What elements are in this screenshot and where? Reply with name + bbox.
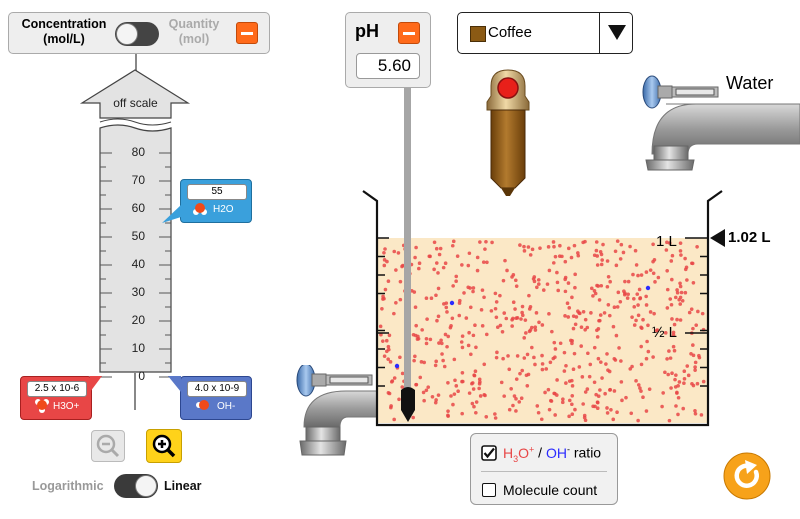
oh-molecule-icon (199, 400, 209, 410)
tick-label: 20 (131, 313, 145, 327)
ph-probe-tip-front (401, 387, 415, 422)
units-toggle-switch[interactable] (115, 22, 159, 46)
solute-swatch (470, 26, 486, 42)
volume-readout: 1.02 L (728, 229, 771, 246)
zoom-out-button[interactable] (91, 430, 125, 462)
beaker (362, 185, 723, 427)
ratio-oh-text: OH- (545, 444, 570, 461)
ph-collapse-button[interactable] (398, 22, 420, 44)
tick-label: 80 (131, 145, 145, 159)
beaker-mark-half: ½ L (652, 324, 678, 341)
dropper-button (497, 77, 519, 99)
h2o-label: H2O (213, 204, 234, 215)
oh-label: OH- (217, 401, 236, 412)
ph-title: pH (355, 21, 379, 41)
molecule-count-checkbox-row[interactable]: Molecule count (481, 480, 613, 500)
ph-meter: pH 5.60 (345, 12, 431, 88)
graph-connector (135, 54, 137, 72)
zoom-in-icon (152, 434, 176, 458)
collapse-graph-button[interactable] (236, 22, 258, 44)
scale-toggle-switch[interactable] (114, 474, 158, 498)
tick-label: 50 (131, 229, 145, 243)
solute-dropper[interactable] (477, 66, 539, 198)
solute-dropdown[interactable]: Coffee (457, 12, 633, 54)
volume-pointer-icon (710, 229, 725, 247)
reset-button[interactable] (723, 452, 771, 500)
tick-label: 60 (131, 201, 145, 215)
logarithmic-label[interactable]: Logarithmic (32, 479, 104, 493)
tick-label: 10 (131, 341, 145, 355)
ratio-sep: / (534, 444, 546, 461)
oh-callout-pointer (168, 376, 181, 392)
zoom-in-button[interactable] (146, 429, 182, 463)
solute-selected: Coffee (488, 24, 532, 41)
reset-icon (734, 460, 759, 488)
display-options-panel: H3O+ / OH- ratio Molecule count (470, 433, 618, 505)
ratio-checkbox-row[interactable]: H3O+ / OH- ratio (481, 442, 613, 464)
offscale-arrow (79, 69, 191, 119)
zoom-out-icon (96, 434, 120, 458)
chevron-down-icon (608, 25, 626, 40)
ratio-checkbox[interactable] (481, 445, 497, 461)
water-faucet-handle-slider (675, 88, 715, 96)
tick-label: 70 (131, 173, 145, 187)
linear-label[interactable]: Linear (164, 479, 202, 493)
quantity-label[interactable]: Quantity (mol) (168, 17, 220, 46)
drain-faucet-handle-slider (329, 376, 369, 384)
h3o-label: H3O+ (53, 401, 80, 412)
molecule-count-checkbox[interactable] (482, 483, 496, 497)
water-label: Water (726, 73, 774, 93)
h3o-molecule-icon (37, 400, 47, 410)
concentration-graph (79, 69, 191, 410)
h3o-value: 2.5 x 10-6 (27, 381, 87, 397)
oh-value: 4.0 x 10-9 (187, 381, 247, 397)
beaker-mark-1l: 1 L (656, 233, 677, 250)
h3o-callout-pointer (90, 376, 102, 392)
tick-label: 0 (138, 369, 145, 383)
units-toggle-panel: Concentration (mol/L) Quantity (mol) (8, 12, 270, 54)
h3o-callout: 2.5 x 10-6 H3O+ (20, 376, 92, 420)
tick-label: 40 (131, 257, 145, 271)
h2o-value: 55 (187, 184, 247, 200)
ratio-suffix: ratio (569, 444, 602, 461)
oh-callout: 4.0 x 10-9 OH- (180, 376, 252, 420)
h2o-callout-pointer (162, 205, 181, 223)
ratio-h3o-text: H3O+ (503, 444, 535, 464)
water-faucet[interactable] (636, 72, 800, 177)
h2o-callout: 55 H2O (180, 179, 252, 223)
tick-label: 30 (131, 285, 145, 299)
concentration-label[interactable]: Concentration (mol/L) (21, 17, 107, 46)
drain-faucet[interactable] (290, 365, 390, 460)
h2o-molecule-icon (195, 203, 205, 213)
solution (377, 238, 708, 423)
ph-value: 5.60 (356, 53, 420, 79)
molecule-count-label: Molecule count (503, 482, 598, 498)
offscale-label: off scale (113, 96, 158, 110)
